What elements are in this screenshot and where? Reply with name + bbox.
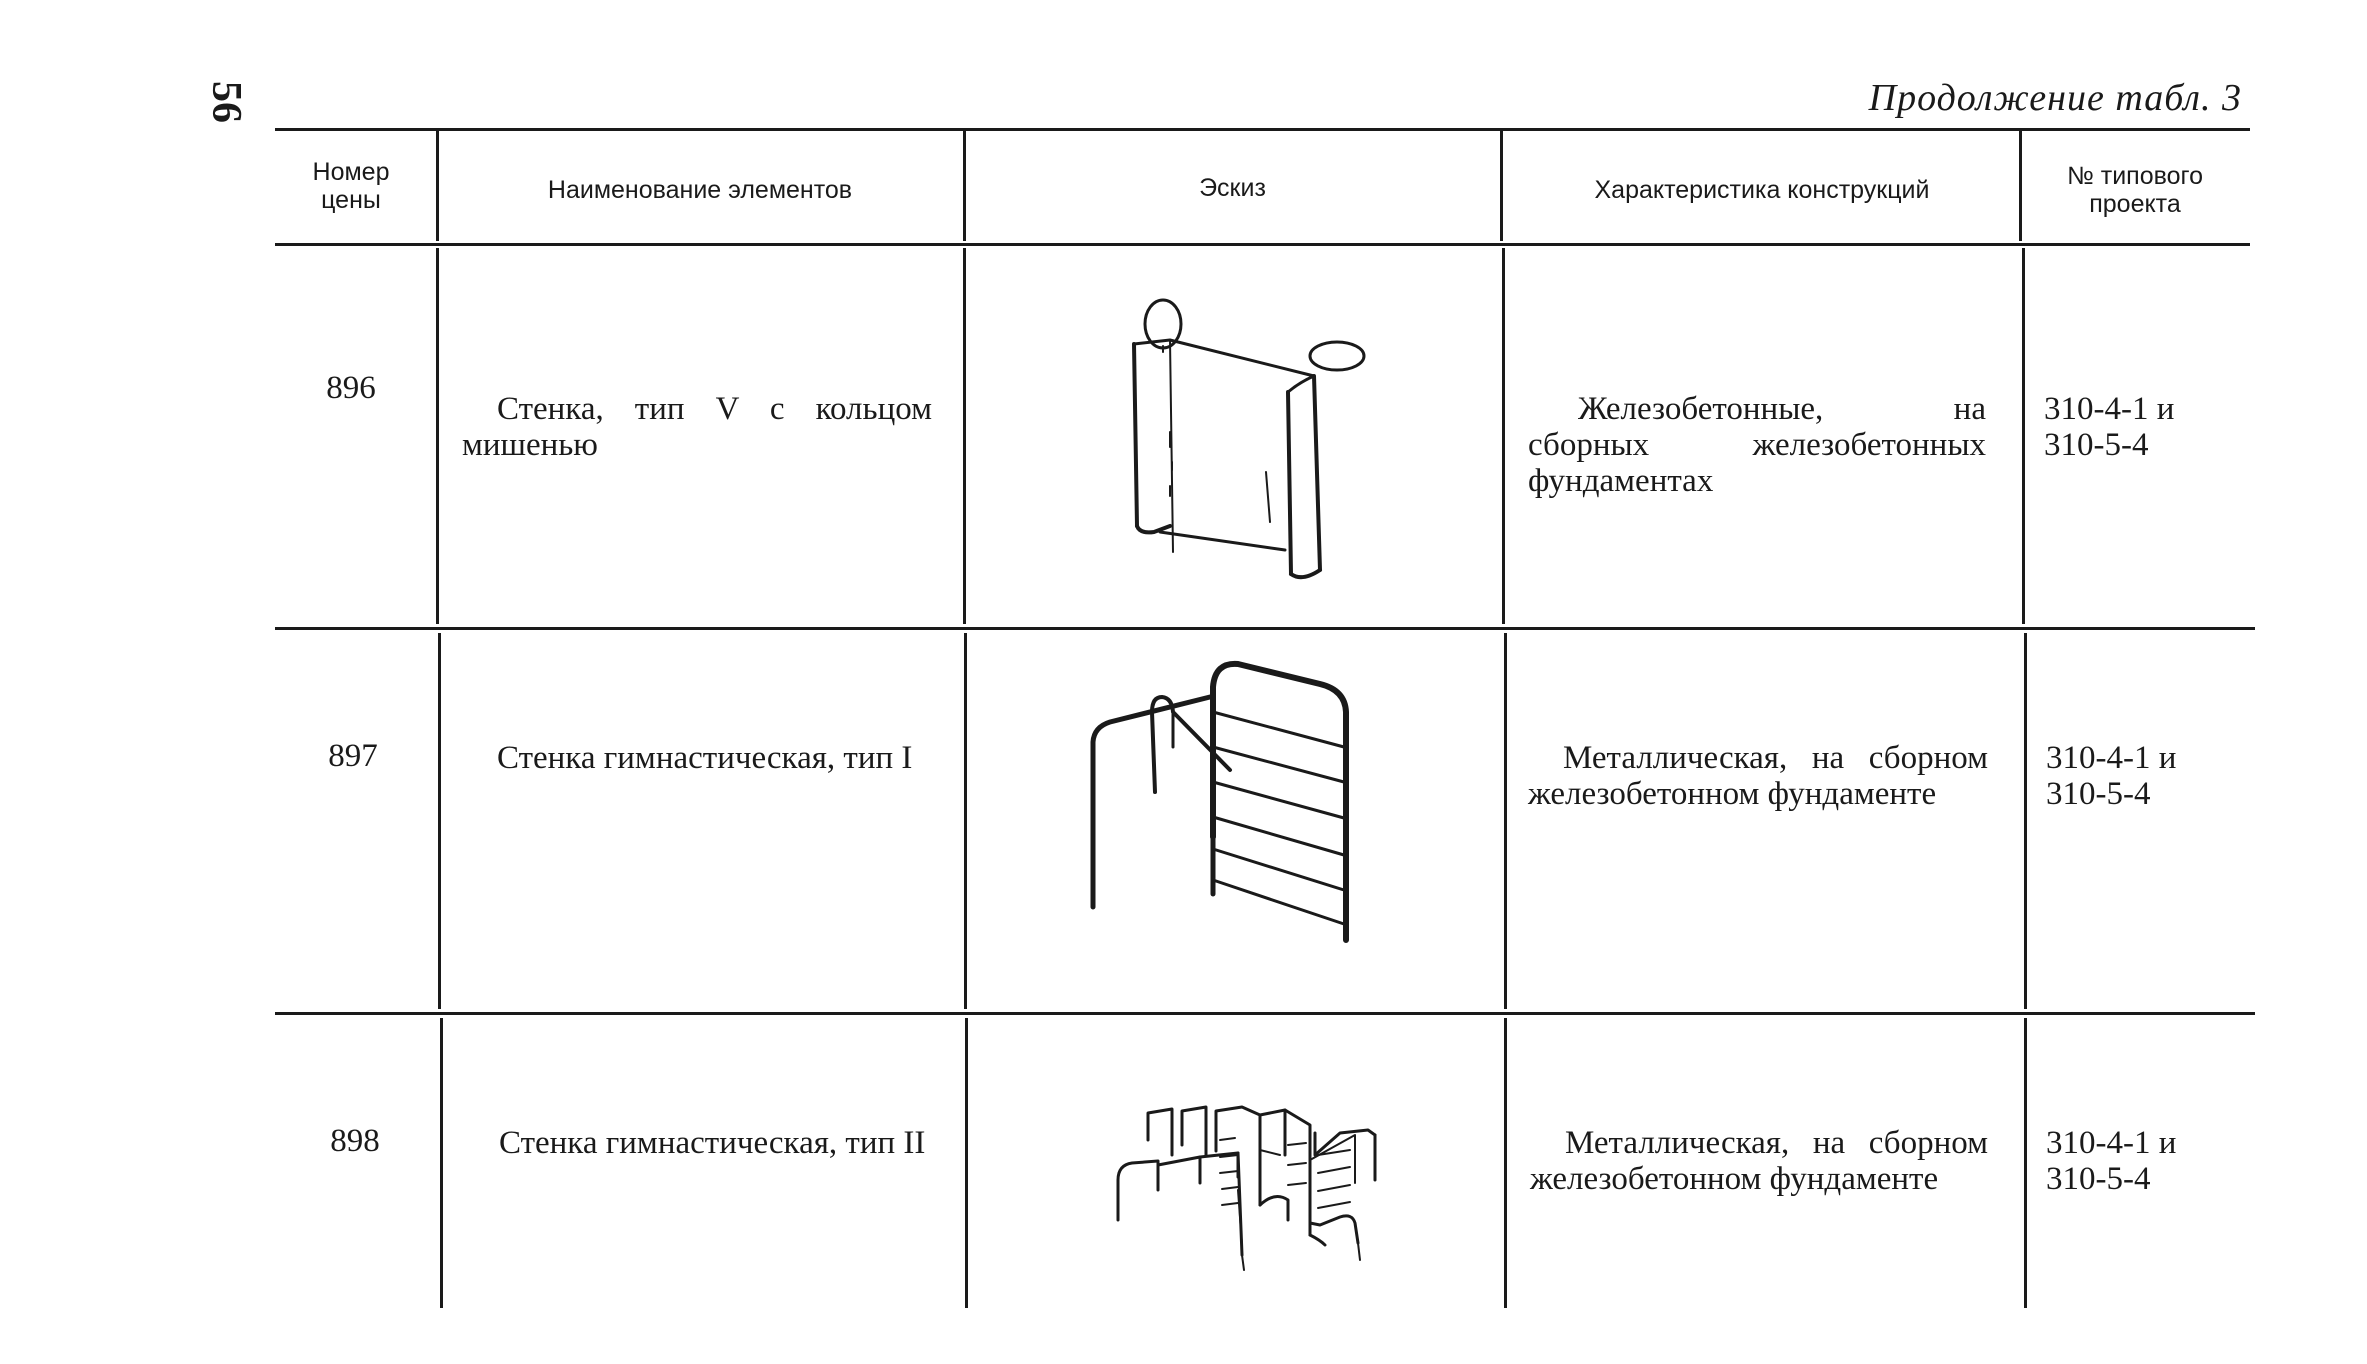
target-ring (1308, 340, 1366, 372)
column-divider (1504, 1018, 1507, 1308)
row-name: Стенка, тип V с кольцом мишенью (462, 391, 932, 463)
header-number: Номер цены (312, 158, 390, 214)
row-number: 897 (328, 738, 378, 774)
column-divider (2022, 248, 2025, 624)
row-number: 898 (330, 1123, 380, 1159)
column-divider (440, 1018, 443, 1308)
gymnastic-wall-type-1-sketch (1090, 660, 1349, 943)
row-project: 310-4-1 и 310-5-4 (2044, 391, 2175, 463)
header-project: № типового проекта (2067, 162, 2203, 218)
column-divider (964, 633, 967, 1009)
column-divider (1502, 248, 1505, 624)
column-divider (2019, 131, 2022, 241)
row-project: 310-4-1 и 310-5-4 (2046, 1125, 2177, 1197)
header-sketch: Эскиз (1199, 174, 1266, 202)
row-characteristic: Металлическая, на сборном железобетонном… (1528, 740, 1988, 812)
header-characteristic: Характеристика конструкций (1594, 176, 1930, 204)
table-top-rule (275, 128, 2250, 131)
table-continuation-caption: Продолжение табл. 3 (1868, 77, 2242, 119)
page-number: 56 (203, 81, 249, 123)
column-divider (438, 633, 441, 1009)
column-divider (436, 131, 439, 241)
column-divider (963, 131, 966, 241)
concrete-wall-with-target-ring-sketch (1132, 298, 1366, 580)
header-name: Наименование элементов (547, 176, 853, 204)
row-characteristic: Железобетонные, на сборных железобетонны… (1528, 391, 1986, 499)
row-name: Стенка гимнастическая, тип I (497, 740, 913, 776)
row-characteristic: Металлическая, на сборном железобетонном… (1530, 1125, 1988, 1197)
row-project: 310-4-1 и 310-5-4 (2046, 740, 2177, 812)
row-name: Стенка гимнастическая, тип II (499, 1125, 926, 1161)
column-divider (1500, 131, 1503, 241)
column-divider (436, 248, 439, 624)
row-divider (275, 1012, 2255, 1015)
column-divider (965, 1018, 968, 1308)
row-divider (275, 627, 2255, 630)
column-divider (1504, 633, 1507, 1009)
column-divider (2024, 1018, 2027, 1308)
row-number: 896 (326, 370, 376, 406)
column-divider (963, 248, 966, 624)
header-bottom-rule (275, 243, 2250, 246)
gymnastic-wall-type-2-sketch (1116, 1105, 1377, 1271)
column-divider (2024, 633, 2027, 1009)
